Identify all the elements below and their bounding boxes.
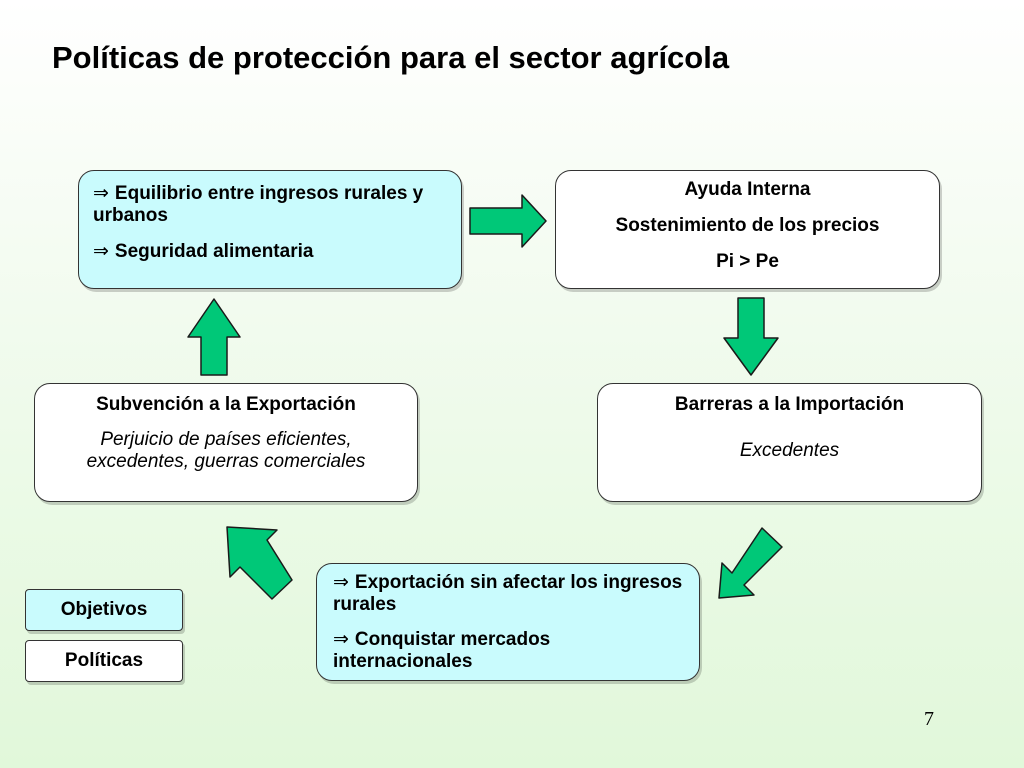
policy-box-subvencion: Subvención a la Exportación Perjuicio de… xyxy=(34,383,418,502)
policy-box-barreras: Barreras a la Importación Excedentes xyxy=(597,383,982,502)
policy-box-ayuda-interna: Ayuda Interna Sostenimiento de los preci… xyxy=(555,170,940,289)
box-heading: Subvención a la Exportación xyxy=(96,394,356,415)
bullet-item: ⇒Equilibrio entre ingresos rurales y urb… xyxy=(93,183,424,226)
objectives-box-top: ⇒Equilibrio entre ingresos rurales y urb… xyxy=(78,170,462,289)
box-line: Pi > Pe xyxy=(716,251,779,272)
page-title: Políticas de protección para el sector a… xyxy=(52,40,730,75)
objectives-box-bottom: ⇒Exportación sin afectar los ingresos ru… xyxy=(316,563,700,681)
box-body-line: Perjuicio de países eficientes, xyxy=(100,429,352,450)
arrow-up-left-icon xyxy=(226,526,293,600)
bullet-item: ⇒Conquistar mercados internacionales xyxy=(333,629,551,672)
bullet-item: ⇒Seguridad alimentaria xyxy=(93,241,314,262)
box-heading: Barreras a la Importación xyxy=(674,394,905,415)
implies-icon: ⇒ xyxy=(93,241,109,262)
bullet-item: ⇒Exportación sin afectar los ingresos ru… xyxy=(333,572,683,615)
legend-politicas: Políticas xyxy=(25,640,183,682)
legend-objetivos: Objetivos xyxy=(25,589,183,631)
implies-icon: ⇒ xyxy=(93,183,109,204)
page-number: 7 xyxy=(924,708,934,730)
arrow-right-icon xyxy=(469,194,547,248)
arrow-down-icon xyxy=(723,297,779,376)
box-line: Sostenimiento de los precios xyxy=(615,215,880,236)
implies-icon: ⇒ xyxy=(333,629,349,650)
implies-icon: ⇒ xyxy=(333,572,349,593)
arrow-down-left-icon xyxy=(718,527,783,599)
arrow-up-icon xyxy=(187,298,241,376)
box-body-line: excedentes, guerras comerciales xyxy=(86,451,366,472)
box-heading: Ayuda Interna xyxy=(684,179,811,200)
box-body: Excedentes xyxy=(739,440,840,461)
